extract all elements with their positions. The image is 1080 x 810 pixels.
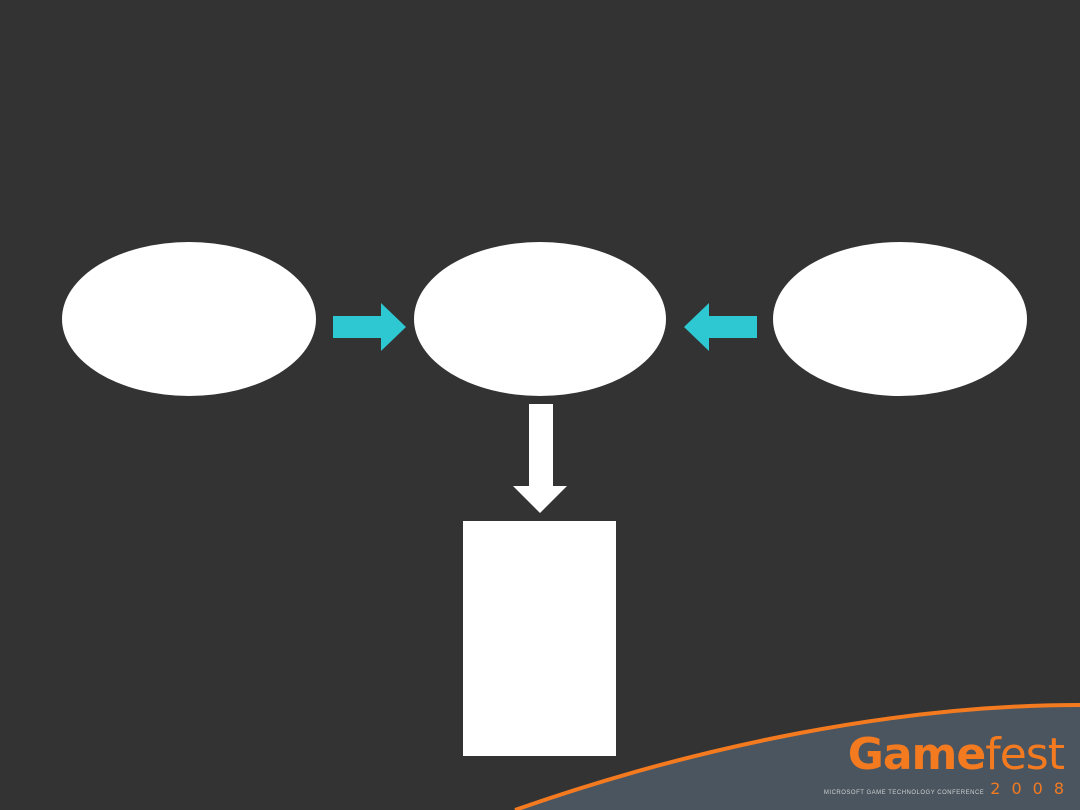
- logo-subline: MICROSOFT GAME TECHNOLOGY CONFERENCE 200…: [824, 779, 1064, 798]
- node-left-ellipse: [62, 242, 316, 396]
- arrow-left-to-center: [333, 303, 406, 351]
- logo-wordmark: Gamefest: [834, 733, 1065, 777]
- logo-tagline: MICROSOFT GAME TECHNOLOGY CONFERENCE: [823, 790, 985, 796]
- node-bottom-rect: [463, 521, 616, 756]
- arrow-right-to-center: [684, 303, 757, 351]
- gamefest-logo: Gamefest MICROSOFT GAME TECHNOLOGY CONFE…: [824, 733, 1065, 799]
- footer-swoosh-edge: [514, 703, 1080, 810]
- footer-swoosh: [515, 705, 1080, 810]
- node-right-ellipse: [773, 242, 1027, 396]
- logo-word-game: Game: [847, 729, 986, 780]
- logo-year: 2008: [990, 779, 1075, 798]
- arrow-center-to-bottom: [513, 404, 567, 513]
- node-center-ellipse: [414, 242, 666, 396]
- logo-word-fest: fest: [985, 729, 1065, 780]
